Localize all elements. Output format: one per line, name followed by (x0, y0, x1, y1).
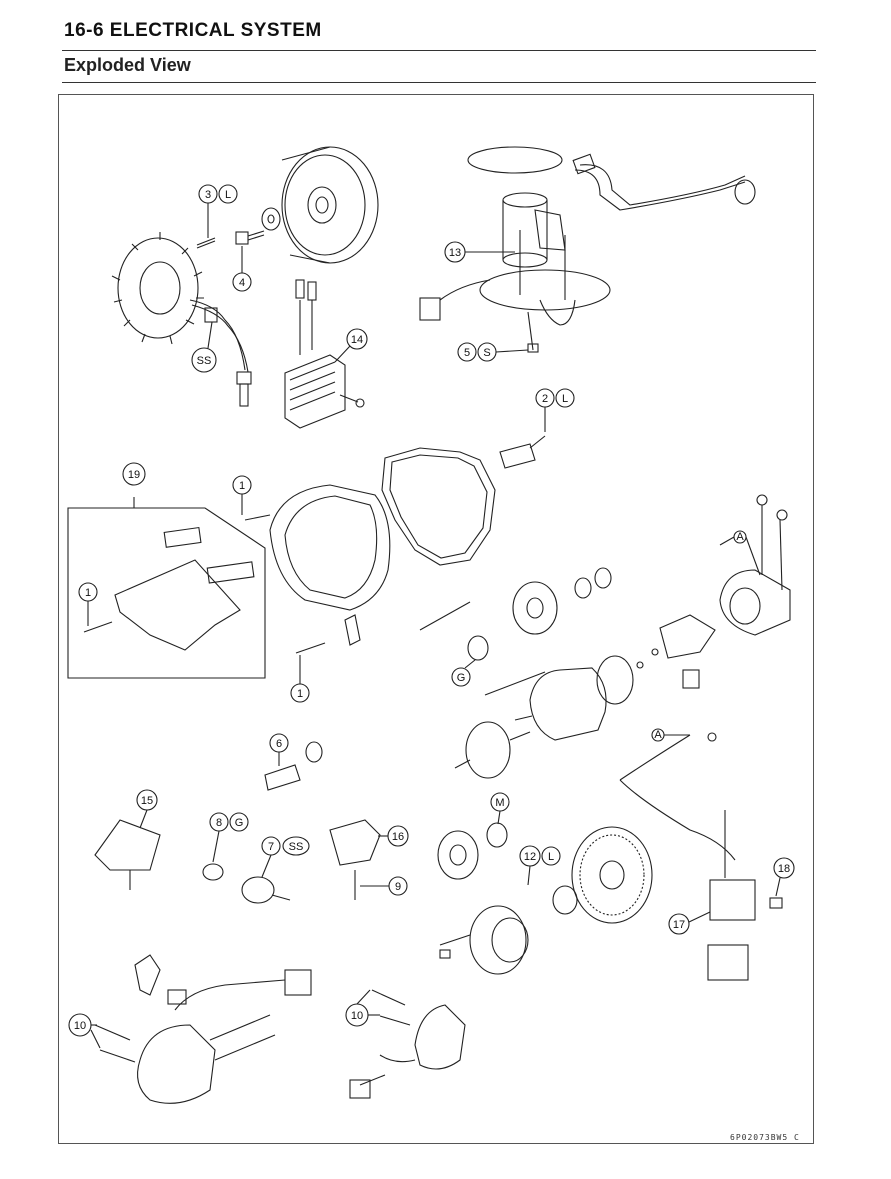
svg-text:3: 3 (205, 189, 211, 201)
stator-bolt-3 (196, 237, 216, 249)
callout-16: 16 (378, 825, 409, 847)
alternator-cover (244, 484, 391, 611)
callout-ss-stator: SS (191, 321, 217, 373)
torque-limiter-gear (437, 822, 508, 880)
drawing-code: 6P02073BW5 C (730, 1133, 800, 1142)
callout-10-left: 10 (68, 1013, 101, 1049)
starter-clutch (439, 885, 578, 975)
cover-bracket (499, 435, 546, 469)
callout-8: 8 G (209, 812, 249, 863)
svg-text:4: 4 (239, 277, 245, 289)
callout-g: G (451, 659, 476, 687)
subtitle-rule (62, 82, 816, 83)
svg-text:13: 13 (449, 247, 461, 259)
callout-4: 4 (232, 246, 252, 292)
brush-assembly (636, 614, 716, 689)
neutral-switch (264, 741, 323, 791)
switch-16 (329, 819, 381, 900)
callout-19: 19 (122, 462, 146, 486)
left-handlebar-switch (94, 954, 312, 1104)
starter-motor (419, 601, 634, 741)
callout-3: 3 L (198, 184, 238, 238)
svg-text:16: 16 (392, 831, 404, 843)
starter-relay (619, 734, 783, 981)
svg-text:L: L (548, 851, 554, 863)
callout-5: 5 S (457, 342, 529, 362)
starter-idle-gear (512, 567, 612, 635)
cover-bracket-clamp (344, 614, 361, 646)
svg-text:12: 12 (524, 851, 536, 863)
svg-text:10: 10 (351, 1010, 363, 1022)
title-rule (62, 50, 816, 51)
callout-13: 13 (444, 241, 515, 263)
svg-text:1: 1 (85, 587, 91, 599)
callout-7: 7 SS (261, 836, 310, 878)
callout-17: 17 (668, 911, 711, 935)
cover-gasket (381, 447, 496, 566)
svg-text:9: 9 (395, 881, 401, 893)
o-ring-g (467, 635, 489, 661)
svg-text:6: 6 (276, 738, 282, 750)
svg-text:7: 7 (268, 841, 274, 853)
regulator-rectifier (284, 279, 365, 429)
section-title: 16-6 ELECTRICAL SYSTEM (64, 20, 322, 41)
svg-text:14: 14 (351, 334, 363, 346)
insulator-plate (83, 526, 255, 651)
callout-m: M (490, 792, 510, 825)
panel-19-frame (67, 497, 266, 679)
svg-text:2: 2 (542, 393, 548, 405)
svg-text:L: L (562, 393, 568, 405)
fuel-pump (419, 146, 756, 353)
starter-driven-gear (571, 826, 653, 924)
callout-1-bottom: 1 (290, 655, 310, 703)
svg-text:17: 17 (673, 919, 685, 931)
svg-text:M: M (495, 797, 504, 809)
callout-18: 18 (773, 857, 795, 897)
svg-text:1: 1 (297, 688, 303, 700)
svg-text:G: G (235, 817, 244, 829)
oil-pressure-switch (202, 863, 291, 904)
callout-a-lower: A (651, 728, 717, 742)
callout-10-right: 10 (345, 989, 380, 1027)
callout-14: 14 (334, 328, 368, 363)
callout-15: 15 (136, 789, 158, 829)
svg-text:G: G (457, 672, 466, 684)
svg-text:SS: SS (197, 355, 212, 367)
diagram-frame (58, 94, 814, 1144)
svg-text:SS: SS (289, 841, 304, 853)
svg-text:8: 8 (216, 817, 222, 829)
callout-2: 2 L (535, 388, 575, 432)
rotor-bolt-4 (235, 230, 265, 245)
svg-text:10: 10 (74, 1020, 86, 1032)
svg-text:18: 18 (778, 863, 790, 875)
rotor-flywheel (281, 146, 379, 264)
brush-holder (719, 494, 791, 636)
callout-12: 12 L (519, 845, 561, 886)
page-subtitle: Exploded View (64, 55, 191, 75)
right-handlebar-switch (349, 989, 466, 1099)
svg-text:A: A (736, 531, 744, 543)
svg-text:1: 1 (239, 480, 245, 492)
cover-bolt-1 (295, 642, 326, 654)
rotor-washer (261, 207, 281, 231)
sensor-15 (94, 819, 161, 890)
callout-6: 6 (269, 733, 289, 766)
o-ring-large (454, 721, 531, 779)
callout-9: 9 (360, 876, 408, 896)
svg-text:15: 15 (141, 795, 153, 807)
svg-text:5: 5 (464, 347, 470, 359)
svg-text:A: A (654, 729, 662, 741)
callout-1-top: 1 (232, 475, 252, 515)
callout-1-left: 1 (78, 582, 98, 626)
svg-text:S: S (483, 347, 490, 359)
stator-coil (111, 232, 252, 407)
callout-a-top: A (719, 530, 761, 576)
svg-text:L: L (225, 189, 231, 201)
svg-text:19: 19 (128, 469, 140, 481)
